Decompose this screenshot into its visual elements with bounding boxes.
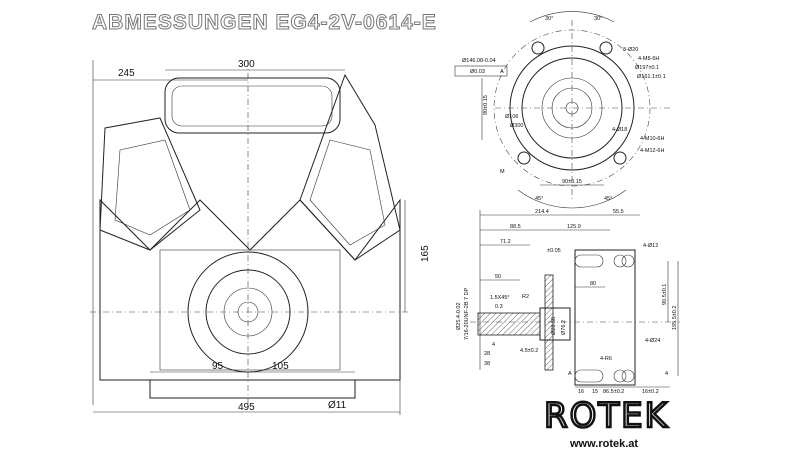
- callout-4-m12: 4-M12-6H: [640, 148, 664, 154]
- label-03: 0.3: [495, 304, 503, 310]
- label-a: A: [568, 371, 572, 377]
- label-4-r6: 4-R6: [600, 356, 612, 362]
- dim-hole-dia: Ø11: [328, 400, 347, 411]
- dim-16: 16: [578, 389, 584, 395]
- callout-4-m10: 4-M10-6H: [640, 136, 664, 142]
- dim-width-top: 300: [238, 59, 255, 70]
- dim-bolt-right: 105: [272, 361, 289, 372]
- label-4: 4: [492, 342, 495, 348]
- angle-1: 30°: [545, 16, 553, 22]
- callout-4-d18: 4-Ø18: [612, 127, 627, 133]
- dim-214: 214.4: [535, 209, 549, 215]
- label-datum-a: A: [500, 69, 504, 75]
- angle-4: 45°: [604, 196, 612, 202]
- label-4-5: 4.5±0.2: [520, 348, 538, 354]
- dim-71: 71.2: [500, 239, 511, 245]
- dim-125: 125.9: [567, 224, 581, 230]
- label-tolerance: Ø0.03: [470, 69, 485, 75]
- label-195: 195.5±0.2: [672, 306, 678, 330]
- label-80: 80: [590, 281, 596, 287]
- label-4-d24: 4-Ø24: [645, 338, 660, 344]
- callout-8-d20: 8-Ø20: [623, 47, 638, 53]
- drawing-title: ABMESSUNGEN EG4-2V-0614-E: [92, 11, 437, 34]
- label-90-5: 90.5±0.1: [662, 284, 668, 305]
- label-4-d12: 4-Ø12: [643, 243, 658, 249]
- label-d146: Ø146.08-0.04: [462, 58, 496, 64]
- shaft-view: [470, 210, 680, 388]
- label-bottom-90: 90±0.15: [562, 179, 582, 185]
- dim-50: 50: [495, 274, 501, 280]
- dim-overall-width: 495: [238, 402, 255, 413]
- callout-d197: Ø197±0.1: [635, 65, 659, 71]
- angle-2: 30°: [594, 16, 602, 22]
- label-m: M: [500, 169, 505, 175]
- flange-view: [454, 11, 670, 209]
- label-28: 28: [484, 351, 490, 357]
- label-d28: Ø28.58: [551, 317, 557, 335]
- label-d76: Ø76.2: [561, 320, 567, 335]
- callout-d161: Ø161.1±0.1: [637, 74, 666, 80]
- dim-left-offset: 245: [118, 68, 135, 79]
- label-d106: Ø106: [505, 114, 518, 120]
- callout-4-m8: 4-M8-6H: [638, 56, 659, 62]
- label-d300: Ø300: [510, 123, 523, 129]
- label-4-right: 4: [665, 371, 668, 377]
- rotek-url: www.rotek.at: [569, 438, 638, 450]
- dim-tol: ±0.05: [547, 248, 561, 254]
- dim-88: 88.5: [510, 224, 521, 230]
- dim-16-tol: 16±0.2: [642, 389, 659, 395]
- dim-bolt-left: 95: [212, 361, 224, 372]
- label-thread: 7/16-20UNF-2B 7 DP: [464, 287, 470, 340]
- angle-3: 45°: [535, 196, 543, 202]
- label-38: 38: [484, 361, 490, 367]
- rotek-logo: ROTEK: [544, 396, 669, 436]
- dim-15: 15: [592, 389, 598, 395]
- label-shaft-dia: Ø25.4-0.02: [456, 302, 462, 330]
- engine-front-view: [90, 60, 410, 415]
- dim-55: 55.5: [613, 209, 624, 215]
- label-90: 90±0.15: [483, 95, 489, 115]
- dim-86: 86.5±0.2: [603, 389, 624, 395]
- label-r2: R2: [522, 294, 529, 300]
- dim-height-right: 165: [420, 245, 431, 262]
- label-chamfer: 1.5X45°: [490, 295, 510, 301]
